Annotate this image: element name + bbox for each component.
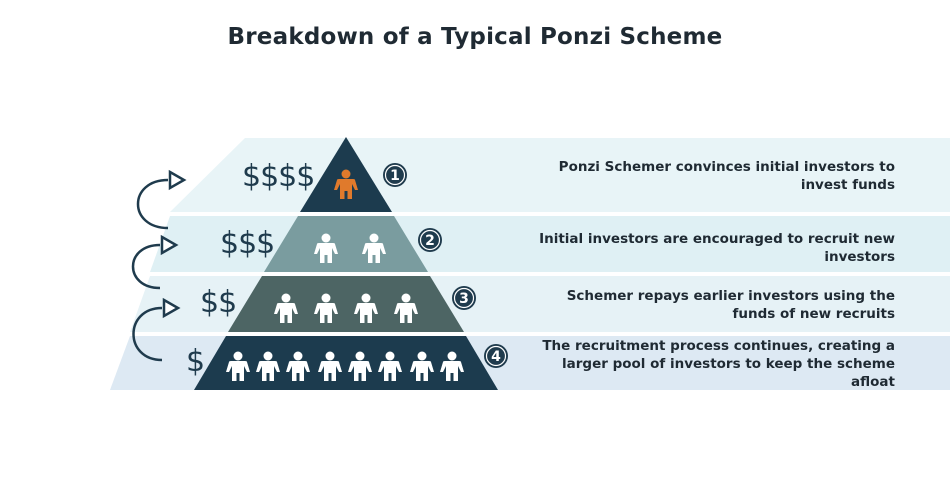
dollar-marker-3: $$ (200, 285, 237, 320)
person-icon (314, 293, 338, 323)
cycle-arrows (131, 178, 169, 362)
dollar-marker-4: $ (186, 344, 205, 379)
person-icon (314, 233, 338, 263)
level-badge-1: 1 (383, 163, 407, 187)
person-icon (410, 351, 434, 381)
dollar-marker-1: $$$$ (242, 159, 315, 194)
person-icon (354, 293, 378, 323)
person-icon (286, 351, 310, 381)
level-badge-2: 2 (418, 228, 442, 252)
person-icon (440, 351, 464, 381)
level-1-description: Ponzi Schemer convinces initial investor… (558, 159, 895, 193)
curved-arrow-icon (132, 306, 163, 362)
person-icon (226, 351, 250, 381)
svg-text:2: 2 (425, 233, 435, 249)
curved-arrow-icon (131, 243, 161, 290)
svg-text:4: 4 (491, 349, 501, 365)
level-3-description: Schemer repays earlier investors using t… (566, 288, 895, 322)
level-badge-3: 3 (452, 286, 476, 310)
person-icon (362, 233, 386, 263)
page-title: Breakdown of a Typical Ponzi Scheme (227, 24, 723, 50)
person-icon (274, 293, 298, 323)
svg-text:3: 3 (459, 291, 469, 307)
pyramid-tier-3 (228, 276, 464, 332)
person-icon (318, 351, 342, 381)
level-4-description: The recruitment process continues, creat… (542, 338, 895, 390)
level-2-description: Initial investors are encouraged to recr… (539, 231, 895, 265)
arrow-head-icon (162, 297, 181, 319)
person-icon (394, 293, 418, 323)
pyramid-tier-2 (264, 216, 428, 272)
person-icon (334, 169, 358, 199)
curved-arrow-icon (136, 178, 169, 230)
person-icon (378, 351, 402, 381)
arrow-head-icon (160, 234, 179, 256)
person-icon (256, 351, 280, 381)
level-badge-4: 4 (484, 344, 508, 368)
person-icon (348, 351, 372, 381)
arrow-head-icon (168, 169, 187, 191)
dollar-marker-2: $$$ (220, 226, 275, 261)
svg-text:1: 1 (390, 168, 400, 184)
